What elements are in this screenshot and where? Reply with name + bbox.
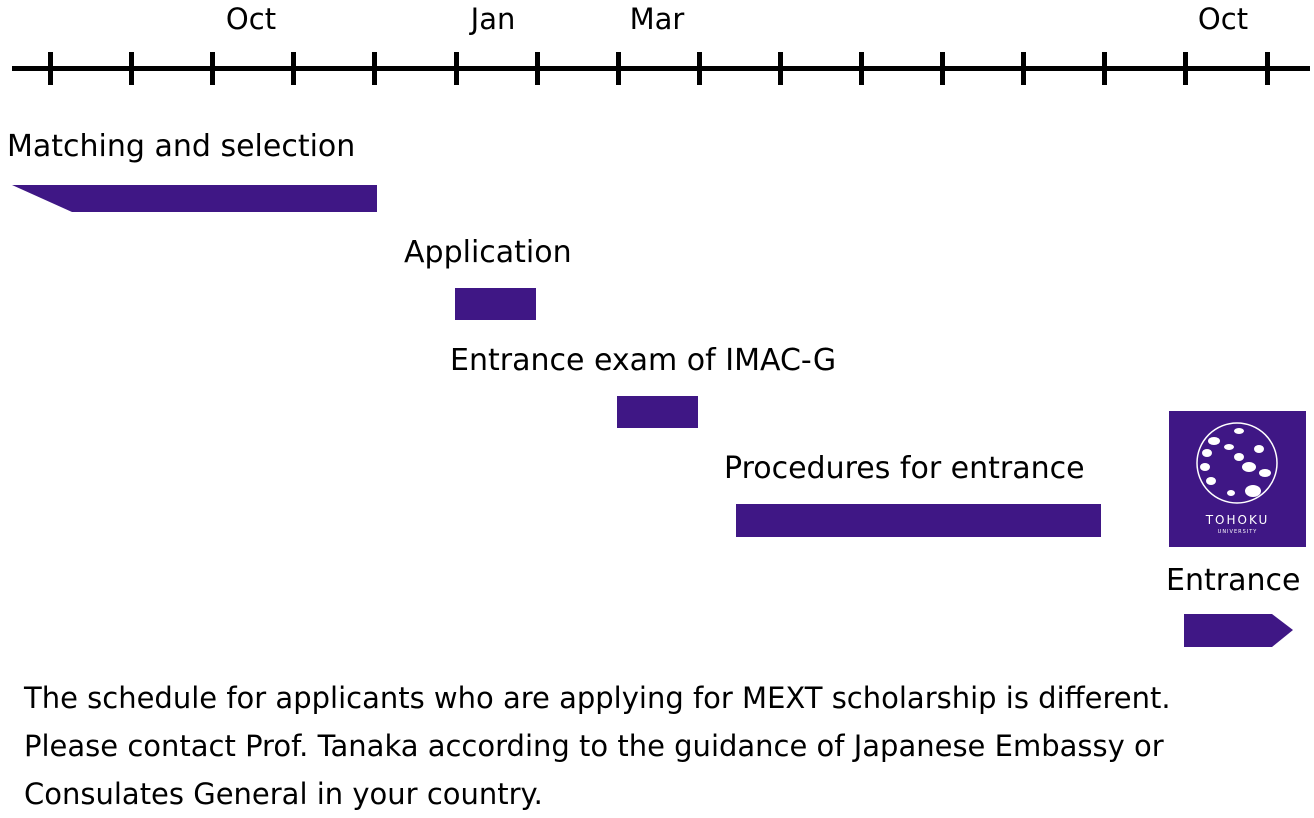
phase-bar-entrance-arrow [1184, 614, 1293, 647]
axis-tick [615, 52, 621, 85]
axis-tick [453, 52, 459, 85]
phase-label-entrance: Entrance [1166, 563, 1301, 598]
axis-tick [372, 52, 378, 85]
phase-bar-matching [12, 185, 377, 212]
footer-line: Consulates General in your country. [24, 777, 543, 811]
phase-bar-application [455, 288, 536, 320]
axis-tick [1183, 52, 1189, 85]
phase-bar-procedures [736, 504, 1101, 537]
axis-tick [291, 52, 297, 85]
phase-label-application: Application [404, 235, 572, 270]
phase-bar-exam [617, 396, 698, 428]
month-label-jan: Jan [470, 2, 516, 36]
month-label-mar: Mar [629, 2, 685, 36]
axis-tick [940, 52, 946, 85]
axis-tick [1102, 52, 1108, 85]
axis-tick [1264, 52, 1270, 85]
phase-label-exam: Entrance exam of IMAC-G [450, 343, 837, 378]
footer-line: The schedule for applicants who are appl… [24, 681, 1171, 715]
axis-tick [777, 52, 783, 85]
wreath-icon [1196, 422, 1278, 504]
footer-note: The schedule for applicants who are appl… [24, 674, 1171, 818]
month-label-oct-next: Oct [1197, 2, 1249, 36]
axis-tick [1021, 52, 1027, 85]
month-label-oct: Oct [225, 2, 277, 36]
axis-tick [696, 52, 702, 85]
axis-tick [210, 52, 216, 85]
logo-subtitle: UNIVERSITY [1217, 529, 1258, 535]
phase-label-procedures: Procedures for entrance [724, 451, 1085, 486]
logo-name: TOHOKU [1205, 513, 1270, 527]
tohoku-university-logo: TOHOKU UNIVERSITY [1169, 411, 1306, 547]
timeline-axis [12, 66, 1310, 71]
axis-tick [859, 52, 864, 85]
footer-line: Please contact Prof. Tanaka according to… [24, 729, 1164, 763]
axis-tick [48, 52, 53, 85]
axis-tick [534, 52, 540, 85]
axis-tick [129, 52, 135, 85]
phase-label-matching: Matching and selection [7, 129, 356, 164]
